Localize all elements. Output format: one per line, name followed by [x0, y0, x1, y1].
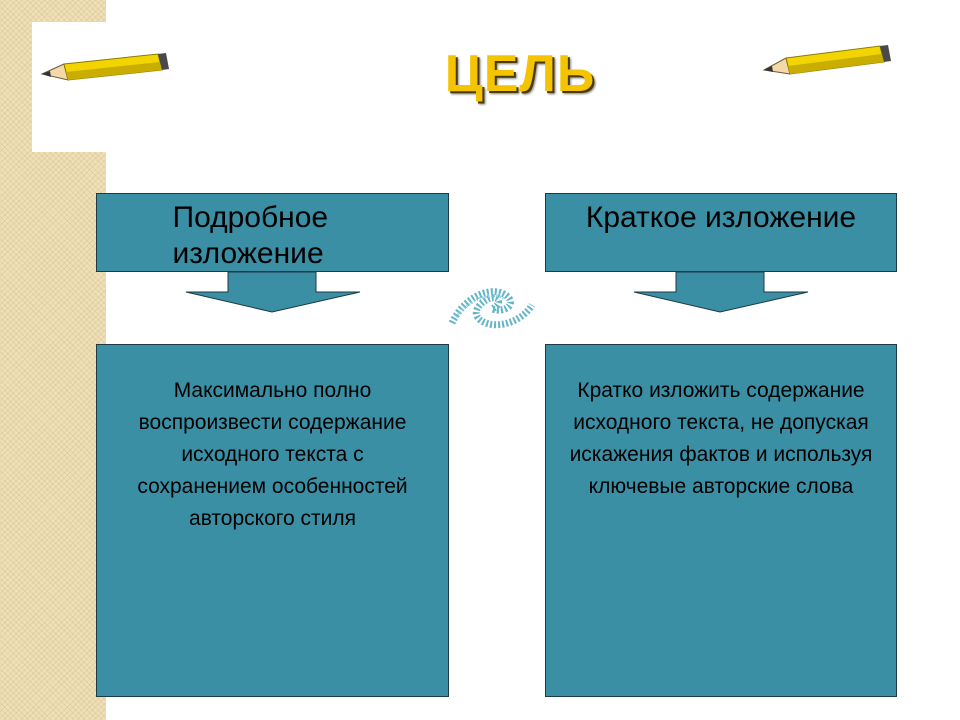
heading-detailed-summary-label: Подробное изложение	[172, 201, 329, 270]
description-detailed-summary: Максимально полно воспроизвести содержан…	[96, 344, 449, 697]
description-detailed-summary-text: Максимально полно воспроизвести содержан…	[137, 379, 408, 530]
pencil-icon	[40, 53, 169, 81]
pencil-icon	[762, 45, 891, 75]
description-brief-summary-text: Кратко изложить содержание исходного тек…	[569, 379, 873, 498]
slide-title: ЦЕЛЬ	[444, 45, 596, 103]
down-arrow-icon	[185, 272, 361, 313]
description-brief-summary: Кратко изложить содержание исходного тек…	[545, 344, 897, 697]
notch-background	[32, 22, 106, 152]
heading-brief-summary-label: Краткое изложение	[585, 201, 857, 234]
heading-brief-summary: Краткое изложение	[545, 193, 897, 272]
swirl-decoration-icon	[448, 288, 536, 329]
down-arrow-icon	[633, 272, 809, 313]
heading-detailed-summary: Подробное изложение	[96, 193, 449, 272]
